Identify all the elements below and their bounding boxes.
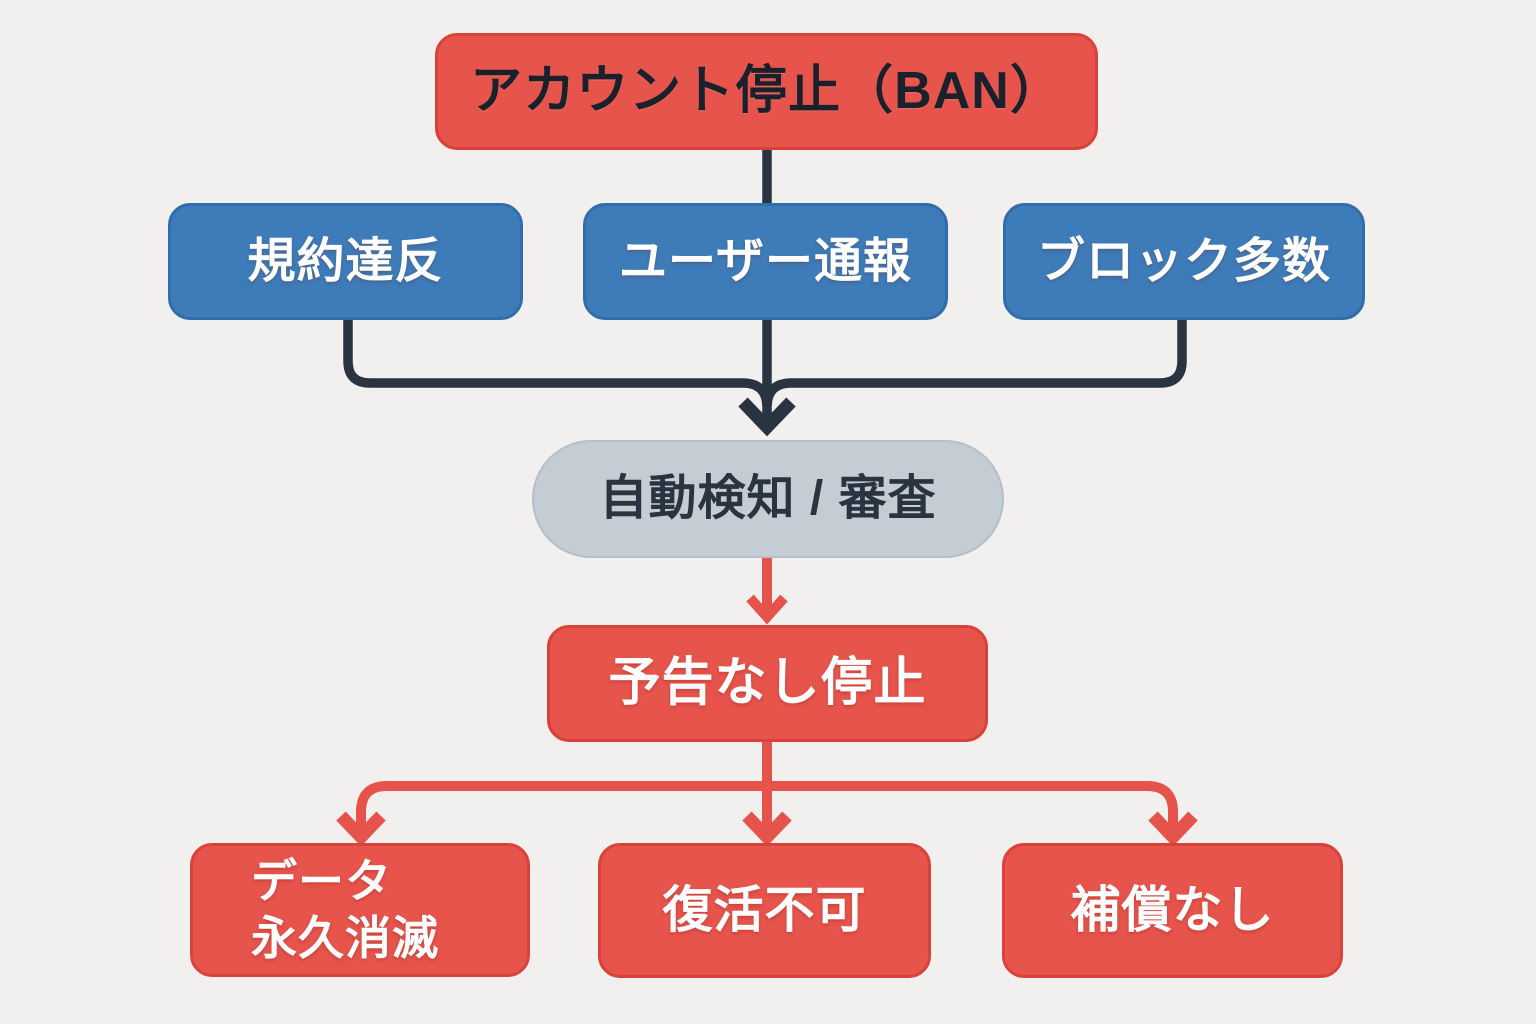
node-no-restore: 復活不可 [598,843,931,978]
node-cause-terms-violation: 規約達反 [168,203,523,320]
node-account-ban-label: アカウント停止（BAN） [470,62,1063,120]
node-cause-terms-violation-label: 規約達反 [247,234,444,288]
node-no-compensation-label: 補償なし [1070,882,1275,939]
arrowhead-red-left-outcome [336,811,386,847]
connector-action-branch [356,781,1178,830]
node-suspension-without-notice-label: 予告なし停止 [608,654,927,712]
arrowhead-dark-into-review [738,397,796,437]
node-no-restore-label: 復活不可 [662,882,867,939]
arrowhead-red-center-outcome [742,811,792,847]
connector-cause-left-merge [343,320,772,407]
node-cause-many-blocks-label: ブロック多数 [1036,234,1331,288]
node-cause-user-reports-label: ユーザー通報 [618,234,913,288]
node-no-compensation: 補償なし [1002,843,1343,978]
node-cause-many-blocks: ブロック多数 [1003,203,1365,320]
connector-cause-right-merge [762,320,1187,407]
node-auto-detection-review-label: 自動検知 / 審査 [599,472,937,525]
node-suspension-without-notice: 予告なし停止 [547,625,988,742]
arrowhead-red-into-action [746,594,788,625]
node-data-permanently-deleted: データ 永久消滅 [190,843,530,977]
arrowhead-red-right-outcome [1148,811,1198,847]
node-cause-user-reports: ユーザー通報 [583,203,948,320]
node-data-permanently-deleted-label: データ 永久消滅 [251,854,439,965]
node-auto-detection-review: 自動検知 / 審査 [532,440,1004,558]
node-account-ban: アカウント停止（BAN） [435,33,1098,150]
